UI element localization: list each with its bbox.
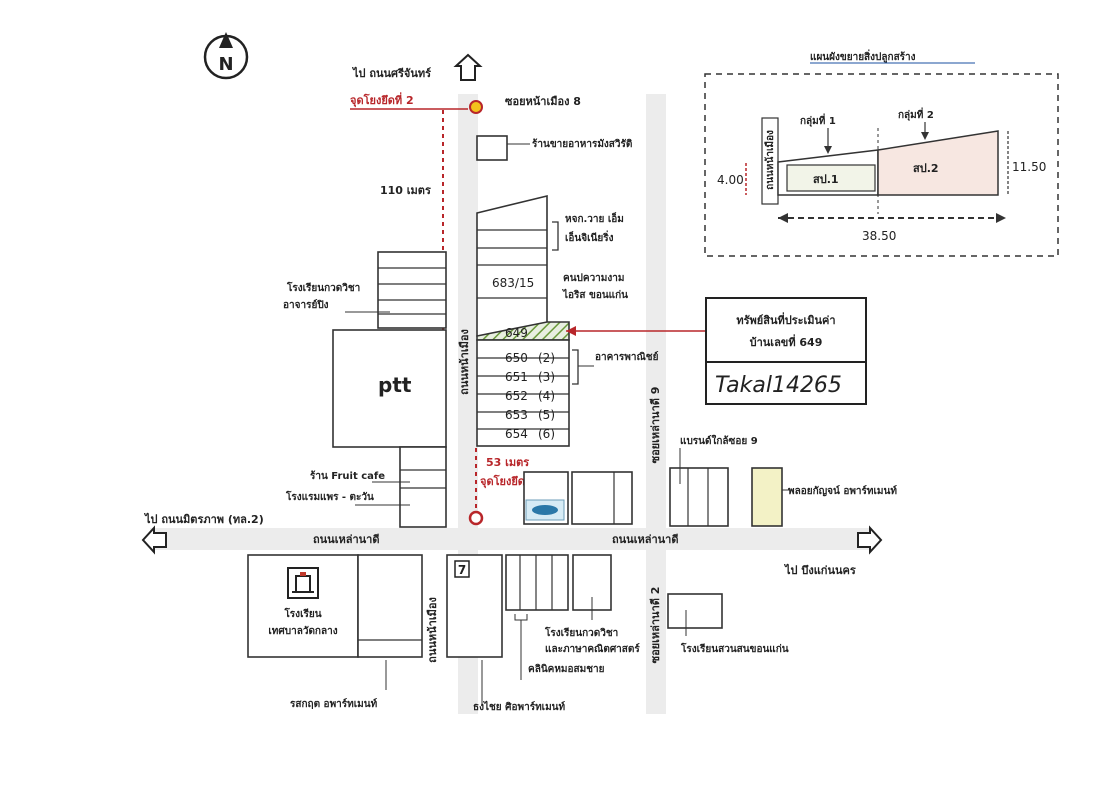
commercial-row-label: อาคารพาณิชย์ [595,351,659,363]
distance-110-label: 110 เมตร [380,184,431,197]
callout-line1: ทรัพย์สินที่ประเมินค่า [736,312,835,327]
point1-marker [468,510,484,526]
building-plan-inset: แผนผังขยายสิ่งปลูกสร้าง ถนนหน้าเมือง สป.… [704,49,1059,257]
tutor-lang-b-label: และภาษาคณิตศาสตร์ [545,643,640,655]
unit-650-no: (2) [538,351,555,365]
beauty-b-label: ไอริส ขอนแก่น [562,288,628,301]
suan-son-school-building [667,593,723,629]
apartment-a-label: รสกฤต อพาร์ทเมนท์ [290,698,378,710]
lao-na-di-road-left-label: ถนนเหล่านาดี [313,533,379,546]
to-bueng-kaen-nakhon-label: ไป บึงแก่นนคร [783,563,856,577]
tutor-school-a-label: โรงเรียนกวดวิชา [286,281,360,294]
lot2-label: กลุ่มที่ 2 [898,107,934,121]
compass-icon: N [203,32,249,80]
distance-53-label: 53 เมตร [486,456,529,469]
unit-651-no: (3) [538,370,555,384]
school-wat-a-label: โรงเรียน [283,607,321,620]
soi-na-mueang-8-label: ซอยหน้าเมือง 8 [505,95,581,108]
brand-building [669,467,729,527]
unit-651-label: 651 [505,370,528,384]
brand-label: แบรนด์ใกล้ซอย 9 [680,434,758,447]
assessed-property-callout: ทรัพย์สินที่ประเมินค่า บ้านเลขที่ 649 Ta… [705,297,867,405]
lot1-label: กลุ่มที่ 1 [800,113,836,127]
tutor-lang-a-label: โรงเรียนกวดวิชา [544,626,618,639]
lot1-name: สป.1 [813,173,839,186]
soi-lao-na-di-9-label: ซอยเหล่านาดี 9 [649,387,662,464]
lao-na-di-road-strip [150,528,870,550]
apartment-right-label: พลอยกัญจน์ อพาร์ทเมนท์ [788,485,897,497]
point2-label: จุดโยงยึดที่ 2 [350,92,414,108]
tutor-school-b-label: อาจารย์ปิง [283,299,329,311]
unit-650-label: 650 [505,351,528,365]
unit-654-label: 654 [505,427,528,441]
school-icon [287,567,319,599]
suan-son-school-label: โรงเรียนสวนสนขอนแก่น [680,642,789,655]
inset-title: แผนผังขยายสิ่งปลูกสร้าง [810,49,916,64]
clinic-label: คลินิคหมอสมชาย [528,663,605,675]
soi-9-road-strip [646,94,666,714]
to-mittraphap-label: ไป ถนนมิตรภาพ (ทล.2) [143,512,264,526]
inset-dim-left: 4.00 [717,173,744,187]
na-mueang-road-lower-label: ถนนหน้าเมือง [426,597,439,663]
beauty-a-label: คนปความงาม [563,272,624,284]
to-srichan-label: ไป ถนนศรีจันทร์ [351,66,431,80]
fruit-cafe-building [399,446,447,528]
vegetarian-shop-label: ร้านขายอาหารมังสวิรัติ [532,138,632,150]
house-683-label: 683/15 [492,276,534,290]
na-mueang-road-label: ถนนหน้าเมือง [458,329,471,395]
school-wat-b-label: เทศบาลวัดกลาง [268,625,337,637]
shop-b-label: เอ็นจิเนียริ่ง [565,230,614,244]
right-arrow-icon [857,525,883,555]
seven-eleven-icon: 7 [454,560,470,578]
ptt-logo: ptt [378,373,412,397]
unit-653-label: 653 [505,408,528,422]
fruit-cafe-label: ร้าน Fruit cafe [310,470,385,482]
compass-letter: N [218,54,233,75]
unit-649-label: 649 [505,326,528,340]
apartment-b-label: ธงไชย ศิอพาร์ทเมนท์ [473,700,566,713]
lot2-name: สป.2 [913,162,939,175]
inset-dim-width: 38.50 [862,229,896,243]
building-stack [476,194,548,337]
unit-653-no: (5) [538,408,555,422]
lao-na-di-road-right-label: ถนนเหล่านาดี [612,533,678,546]
up-arrow-icon [453,53,483,81]
ptt-station: ptt [332,329,447,448]
clinic-building [505,554,569,611]
hotel-label: โรงแรมแพร - ตะวัน [285,490,374,503]
callout-line2: บ้านเลขที่ 649 [750,334,823,349]
shop-a-label: หจก.วาย เอ็ม [565,211,624,225]
wat-klang-school-building [247,554,423,658]
handwritten-signature: Takal14265 [715,373,842,398]
tutor-school-building [377,251,447,329]
car-icon [525,499,565,521]
left-arrow-icon [141,525,167,555]
seven-eleven-text: 7 [458,563,466,577]
inset-road-label: ถนนหน้าเมือง [764,130,776,190]
point2-marker [469,100,483,114]
apartment-right-building [751,467,783,527]
unit-652-no: (4) [538,389,555,403]
unit-654-no: (6) [538,427,555,441]
inset-dim-right: 11.50 [1012,160,1046,174]
unit-652-label: 652 [505,389,528,403]
soi-lao-na-di-2-label: ซอยเหล่านาดี 2 [649,587,662,664]
